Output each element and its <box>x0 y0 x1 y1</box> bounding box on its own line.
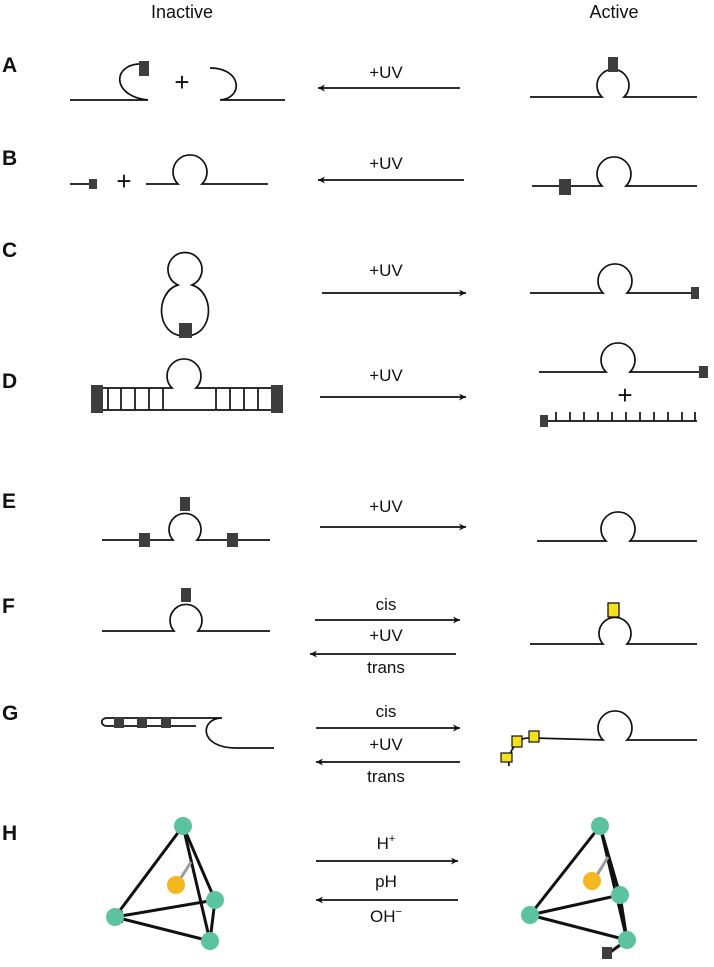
arrow-condition: pH <box>375 872 397 891</box>
block <box>181 588 191 602</box>
vertex-node <box>201 932 219 950</box>
block <box>271 385 283 413</box>
row-label-d: D <box>2 370 17 393</box>
arrow-condition: +UV <box>369 626 403 645</box>
block <box>179 323 192 338</box>
block <box>180 497 190 511</box>
block <box>608 57 618 72</box>
row-a-active <box>530 57 697 98</box>
row-label-h: H <box>2 822 17 845</box>
row-e-arrow: +UV <box>320 497 466 531</box>
block <box>559 179 571 195</box>
block <box>139 533 150 547</box>
row-g-active <box>500 710 697 767</box>
vertex-node <box>611 886 629 904</box>
block <box>91 385 103 413</box>
row-b-inactive: + <box>70 154 268 196</box>
row-b-arrow: +UV <box>318 154 464 184</box>
photoswitch-block <box>607 602 620 618</box>
row-a-inactive: + <box>70 61 285 101</box>
block <box>602 947 612 959</box>
row-label-g: G <box>2 702 18 725</box>
row-h-active <box>521 817 636 959</box>
row-label-b: B <box>2 147 17 170</box>
row-f-arrows: cis +UV trans <box>310 595 460 677</box>
row-label-a: A <box>2 54 17 77</box>
row-f-active <box>530 602 697 645</box>
plus-sign: + <box>617 380 632 410</box>
arrow-label-bottom: trans <box>367 767 405 786</box>
block <box>691 287 699 299</box>
vertex-node <box>521 906 539 924</box>
arrow-label: +UV <box>369 366 403 385</box>
row-g-arrows: cis +UV trans <box>316 702 460 786</box>
block <box>89 179 97 189</box>
vertex-node <box>174 817 192 835</box>
header-active: Active <box>589 2 638 22</box>
row-e-inactive <box>102 497 270 547</box>
header-inactive: Inactive <box>151 2 213 22</box>
block <box>114 717 124 728</box>
arrow-label-bottom: trans <box>367 658 405 677</box>
row-b-active <box>532 156 697 195</box>
block <box>139 61 149 76</box>
vertex-node <box>206 891 224 909</box>
row-c-active <box>530 263 699 299</box>
row-d-inactive <box>91 358 283 413</box>
block <box>540 415 548 427</box>
arrow-label-top: H+ <box>377 833 396 853</box>
block <box>137 717 147 728</box>
arrow-label: +UV <box>369 63 403 82</box>
vertex-node <box>618 931 636 949</box>
plus-sign: + <box>174 67 189 97</box>
row-a-arrow: +UV <box>318 63 460 92</box>
arrow-condition: +UV <box>369 735 403 754</box>
row-e-active <box>537 511 697 542</box>
row-d-arrow: +UV <box>320 366 466 401</box>
photoswitch-block <box>528 730 540 743</box>
row-c-inactive <box>160 251 210 338</box>
photoswitch-block <box>511 735 523 748</box>
block <box>227 533 238 547</box>
row-h-arrows: H+ pH OH− <box>316 833 458 926</box>
arrow-label: +UV <box>369 261 403 280</box>
arrow-label: +UV <box>369 497 403 516</box>
arrow-label: +UV <box>369 154 403 173</box>
row-h-inactive <box>106 817 224 950</box>
plus-sign: + <box>116 166 131 196</box>
vertex-node <box>106 908 124 926</box>
photoswitch-block <box>500 752 513 763</box>
arrow-label-top: cis <box>376 595 397 614</box>
arrow-label-bottom: OH− <box>370 906 402 926</box>
block <box>699 366 708 378</box>
row-c-arrow: +UV <box>322 261 466 297</box>
ligand-ball <box>167 876 185 894</box>
vertex-node <box>591 817 609 835</box>
row-g-inactive <box>100 717 274 749</box>
block <box>161 717 171 728</box>
arrow-label-top: cis <box>376 702 397 721</box>
ligand-ball <box>583 872 601 890</box>
row-label-f: F <box>2 595 15 618</box>
row-label-c: C <box>2 239 17 262</box>
row-f-inactive <box>102 588 270 632</box>
row-d-active: + <box>539 342 708 427</box>
row-label-e: E <box>2 490 16 513</box>
